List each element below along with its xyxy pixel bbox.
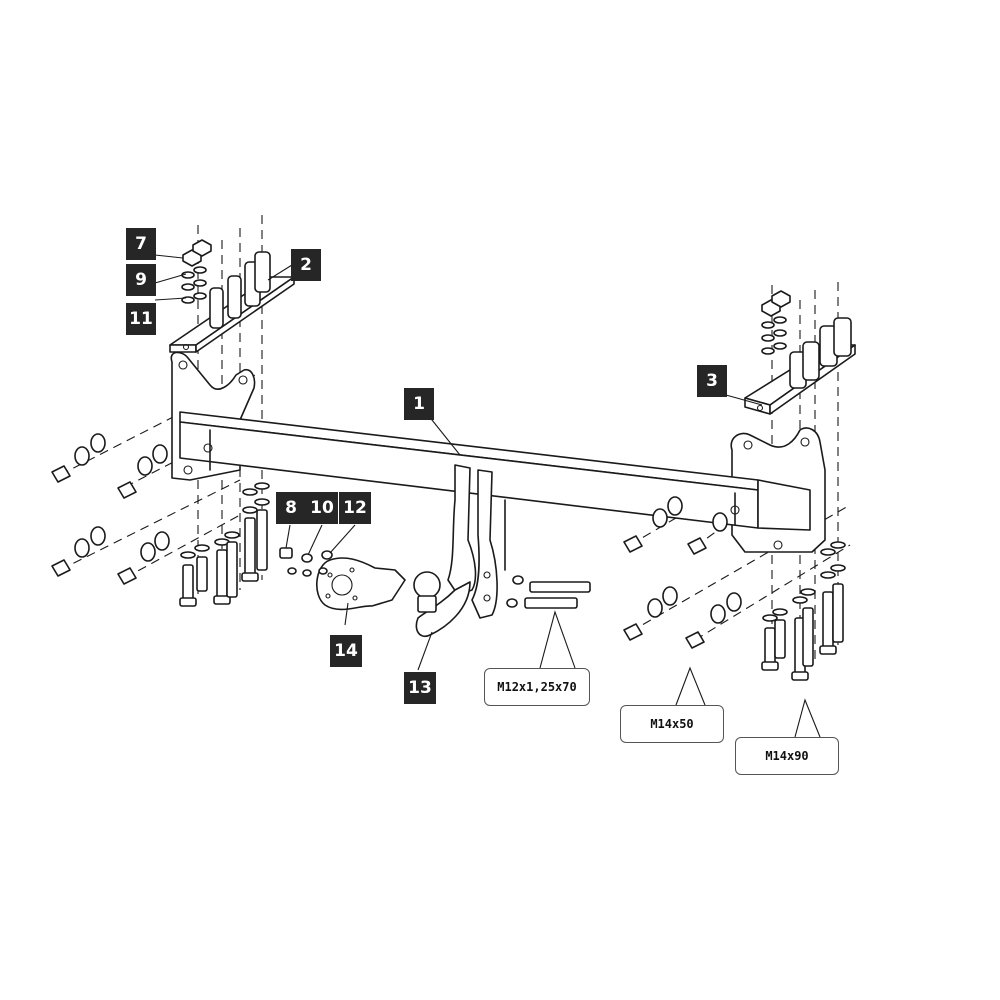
part-label-14: 14 <box>330 635 362 667</box>
left-side-bolts <box>51 433 170 585</box>
right-vertical-bolts <box>761 541 846 681</box>
right-top-fasteners <box>761 290 791 355</box>
bolt-spec-m12: M12x1,25x70 <box>484 668 590 706</box>
part-label-1: 1 <box>404 388 434 420</box>
m12-bolts <box>506 575 591 609</box>
leader-lines <box>154 254 821 738</box>
part-label-3: 3 <box>697 365 727 397</box>
left-top-fasteners <box>181 239 212 304</box>
left-mounting-plate <box>169 251 295 353</box>
part-label-13: 13 <box>404 672 436 704</box>
part-label-10: 10 <box>306 492 338 524</box>
bolt-spec-m14x90: M14x90 <box>735 737 839 775</box>
cross-beam <box>179 411 811 531</box>
left-vertical-bolts <box>179 482 270 607</box>
part-label-12: 12 <box>339 492 371 524</box>
socket-plate <box>316 557 406 611</box>
part-label-11: 11 <box>126 303 156 335</box>
right-mounting-plate <box>744 317 856 415</box>
part-label-7: 7 <box>126 228 156 260</box>
part-label-8: 8 <box>276 492 306 524</box>
right-side-bolts <box>623 496 742 649</box>
socket-fasteners <box>279 547 333 577</box>
part-label-9: 9 <box>126 264 156 296</box>
tow-ball-neck <box>413 571 471 637</box>
hitch-mount-plates <box>447 464 506 619</box>
bolt-spec-m14x50: M14x50 <box>620 705 724 743</box>
part-label-2: 2 <box>291 249 321 281</box>
